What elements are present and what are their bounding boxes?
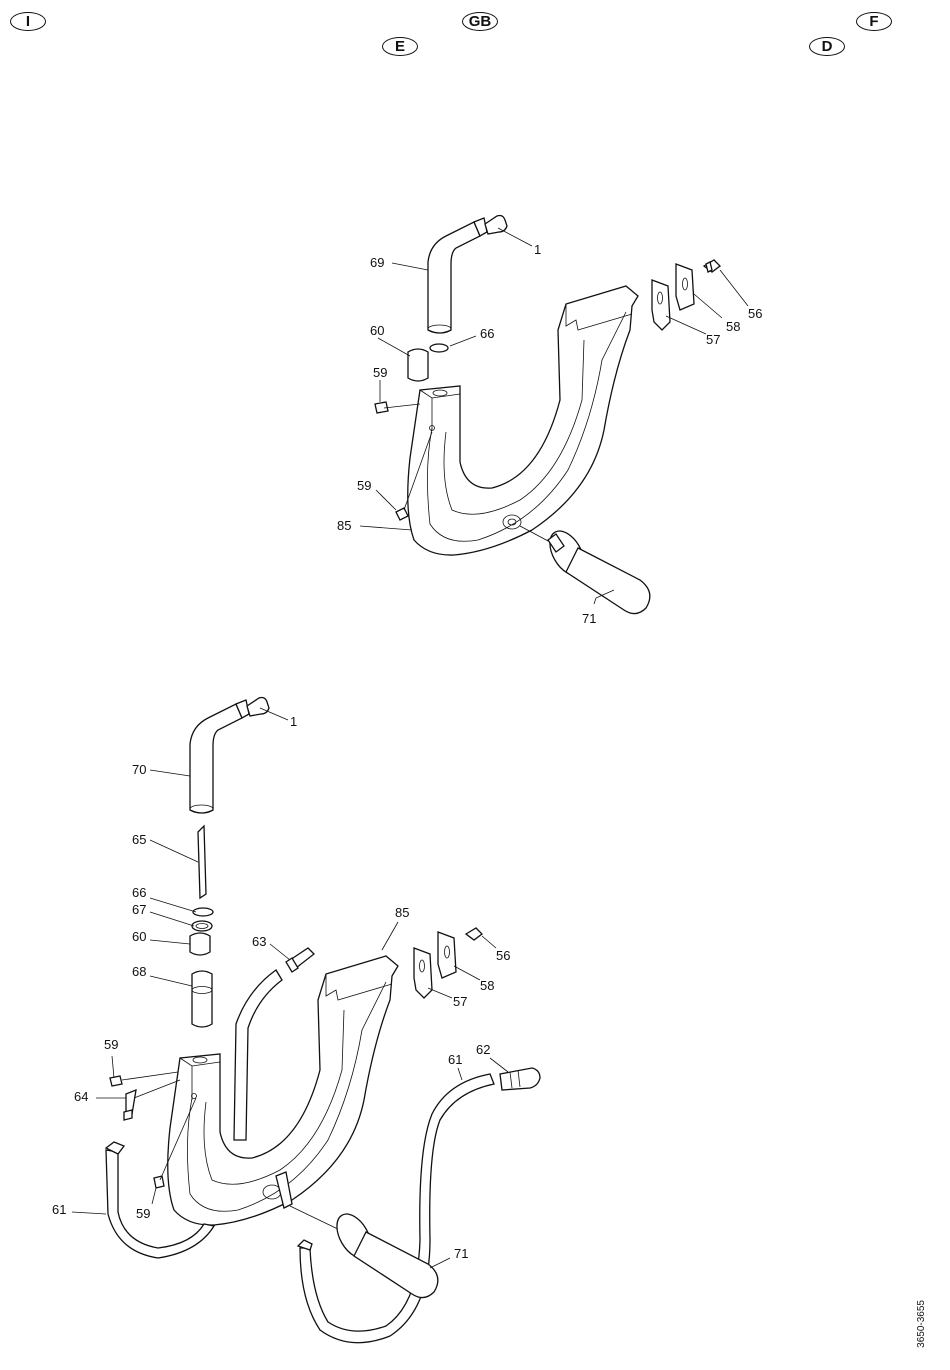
label-bottom-part-67: 67 (132, 902, 146, 917)
label-bottom-part-62: 62 (476, 1042, 490, 1057)
plug-part-59-b (396, 508, 408, 520)
side-handle-part-71 (566, 548, 650, 614)
clamp-plate-part-57 (652, 280, 670, 330)
label-bottom-part-68: 68 (132, 964, 146, 979)
bent-tube-part-69 (428, 222, 480, 333)
handle-axis-line-bottom (290, 1206, 344, 1232)
label-top-part-59-b: 59 (357, 478, 371, 493)
screw-part-56-bottom (466, 928, 482, 940)
label-top-part-58: 58 (726, 319, 740, 334)
plug-part-59-bottom-b (154, 1176, 164, 1188)
label-top-part-57: 57 (706, 332, 720, 347)
label-top-part-60: 60 (370, 323, 384, 338)
label-bottom-part-66: 66 (132, 885, 146, 900)
label-bottom-part-61-a: 61 (52, 1202, 66, 1217)
rod-part-65 (198, 826, 206, 898)
label-bottom-part-71: 71 (454, 1246, 468, 1261)
label-bottom-part-56: 56 (496, 948, 510, 963)
bent-tube-part-70 (190, 704, 242, 813)
label-bottom-part-85: 85 (395, 905, 409, 920)
label-top-part-85: 85 (337, 518, 351, 533)
top-assembly: 1 69 60 66 59 59 85 71 56 58 57 (337, 216, 762, 627)
label-top-part-59-a: 59 (373, 365, 387, 380)
bottom-assembly: 1 70 65 66 67 60 68 63 85 56 58 57 59 64… (52, 698, 540, 1343)
label-bottom-part-64: 64 (74, 1089, 88, 1104)
label-bottom-part-57: 57 (453, 994, 467, 1009)
label-bottom-part-63: 63 (252, 934, 266, 949)
ring-part-67 (192, 921, 212, 931)
clamp-plate-part-58-bottom (438, 932, 456, 978)
hose-segment-63 (234, 970, 282, 1140)
drawing-reference-code: 3650-3655 (916, 1300, 927, 1348)
fitting-64-end (124, 1110, 132, 1120)
sleeve-part-60-bottom (190, 933, 210, 955)
nozzle-part-1-bottom (247, 698, 269, 717)
sleeve-part-68 (192, 971, 212, 1027)
sleeve-part-60 (408, 349, 428, 381)
label-top-part-71: 71 (582, 611, 596, 626)
clamp-plate-part-57-bottom (414, 948, 432, 998)
label-bottom-part-65: 65 (132, 832, 146, 847)
o-ring-part-66 (430, 344, 448, 352)
label-bottom-part-59-a: 59 (104, 1037, 118, 1052)
label-bottom-part-61-b: 61 (448, 1052, 462, 1067)
label-bottom-part-59-b: 59 (136, 1206, 150, 1221)
plug-part-59-bottom-a (110, 1076, 122, 1086)
label-top-part-69: 69 (370, 255, 384, 270)
label-bottom-part-58: 58 (480, 978, 494, 993)
label-top-part-56: 56 (748, 306, 762, 321)
label-top-part-66: 66 (480, 326, 494, 341)
label-bottom-part-60: 60 (132, 929, 146, 944)
label-top-part-1: 1 (534, 242, 541, 257)
label-bottom-part-1: 1 (290, 714, 297, 729)
clamp-plate-part-58 (676, 264, 694, 310)
label-bottom-part-70: 70 (132, 762, 146, 777)
